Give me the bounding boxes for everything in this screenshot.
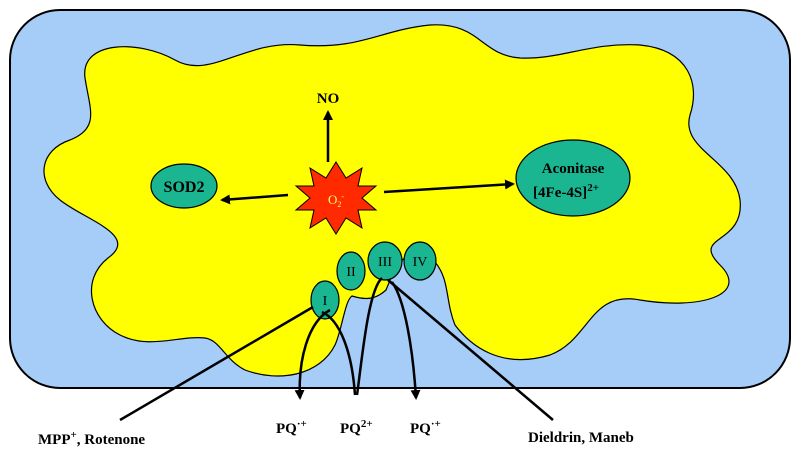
sod2-node (150, 163, 218, 209)
superoxide-label: O2- (328, 192, 344, 209)
pq-curve-center-right (355, 277, 383, 396)
mpp-rotenone-label: MPP+, Rotenone (38, 429, 145, 448)
pq-curve-right (390, 281, 421, 400)
pq-dication-label: PQ2+ (340, 418, 373, 437)
sod2-label: SOD2 (164, 179, 205, 196)
aconitase-label-line1: Aconitase (542, 161, 605, 177)
complex-iii (367, 241, 403, 281)
aconitase-node (515, 139, 631, 217)
complex-ii (336, 251, 366, 291)
dieldrin-inhibition-line (387, 279, 554, 421)
arrow-to-aconitase (383, 179, 515, 194)
pq-curve-left (294, 308, 331, 400)
complex-iv (403, 241, 437, 281)
pq-curve-center-left (321, 310, 357, 396)
arrow-to-sod2 (220, 193, 289, 205)
dieldrin-maneb-label: Dieldrin, Maneb (528, 430, 634, 446)
aconitase-label-line2: [4Fe-4S]2+ (533, 182, 599, 201)
complex-iv-label: IV (413, 255, 428, 270)
complex-i (310, 280, 340, 320)
mpp-inhibition-line (119, 305, 314, 422)
complex-ii-label: II (346, 265, 356, 280)
superoxide-star (294, 161, 378, 235)
no-label: NO (317, 91, 340, 107)
mitochondrion (43, 24, 741, 377)
pq-radical-left-label: PQ·+ (276, 418, 307, 437)
pq-radical-right-label: PQ·+ (410, 418, 441, 437)
complex-iii-label: III (378, 255, 392, 270)
complex-i-label: I (323, 294, 328, 309)
